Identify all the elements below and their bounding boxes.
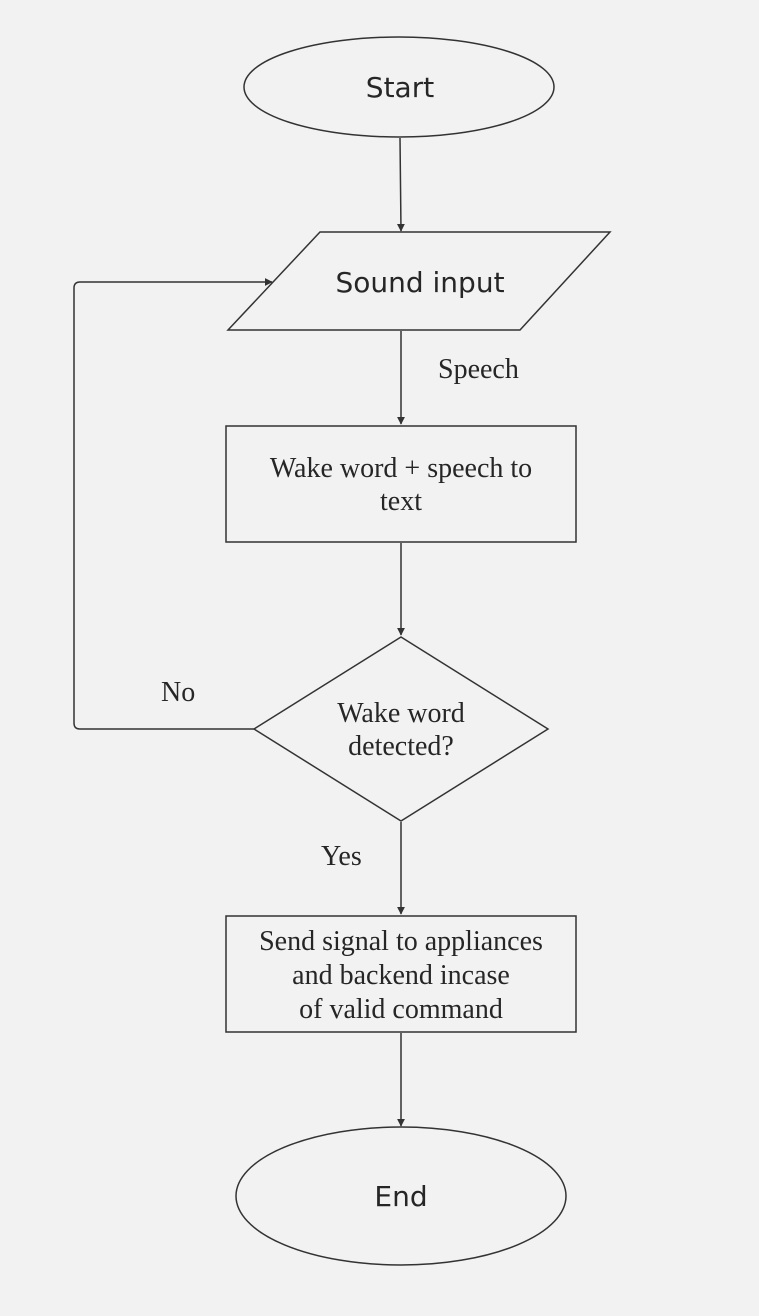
edge-label-speech: Speech [438,354,519,385]
wake-word-stt-node: Wake word + speech to text [225,425,577,543]
sound-input-node: Sound input [226,231,612,331]
send-signal-line1: Send signal to appliances [259,926,543,957]
send-signal-box [225,915,577,1033]
wake-word-stt-box [225,425,577,543]
decision-node: Wake word detected? [252,636,550,822]
decision-diamond [252,636,550,822]
edge-start-to-input [396,137,405,232]
edge-label-yes: Yes [321,841,362,872]
end-label: End [374,1180,427,1213]
sound-input-parallelogram [226,231,612,331]
decision-line2: detected? [348,731,454,762]
wake-word-stt-line1: Wake word + speech to [270,453,532,484]
start-label: Start [366,71,434,104]
edge-label-no: No [161,677,195,708]
send-signal-line3: of valid command [299,994,503,1025]
edge-no-loop [73,278,273,730]
end-node: End [235,1126,567,1266]
send-signal-line2: and backend incase [292,960,510,991]
wake-word-stt-line2: text [380,486,422,517]
decision-line1: Wake word [337,698,465,729]
send-signal-node: Send signal to appliances and backend in… [225,915,577,1033]
sound-input-label: Sound input [335,266,504,299]
start-ellipse [243,36,555,138]
end-ellipse [235,1126,567,1266]
start-node: Start [243,36,555,138]
